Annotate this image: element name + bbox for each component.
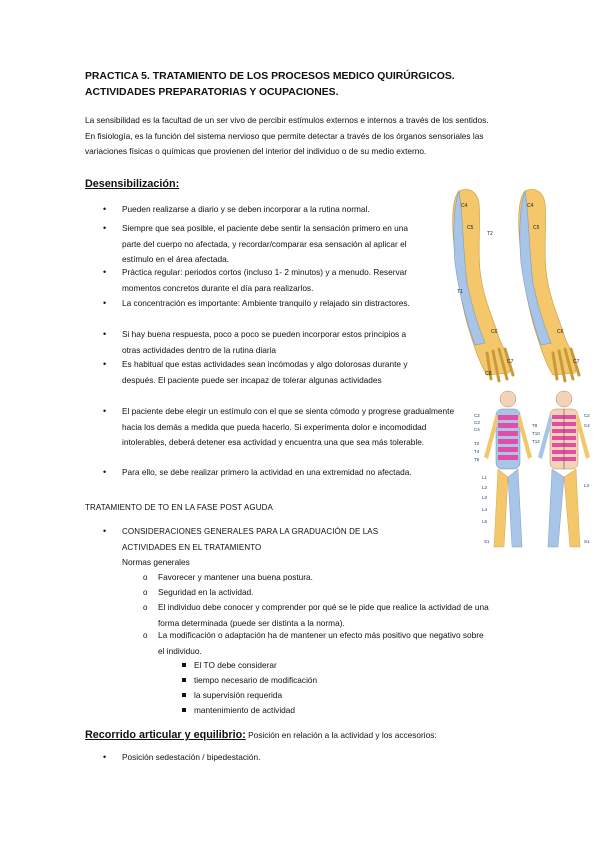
list-item: •Siempre que sea posible, el paciente de… [103, 223, 408, 265]
document-title: PRACTICA 5. TRATAMIENTO DE LOS PROCESOS … [85, 71, 455, 98]
arm-label: C5 [533, 225, 540, 231]
list-item: •Pueden realizarse a diario y se deben i… [103, 204, 370, 214]
arm-label: T1 [457, 289, 463, 295]
arm-label: T2 [487, 231, 493, 237]
body-label: C2 [474, 413, 480, 418]
recorrido-text: Posición en relación a la actividad y lo… [245, 730, 437, 740]
desensibilizacion-heading: Desensibilización: [85, 178, 180, 190]
intro-paragraph: La sensibilidad es la facultad de un ser… [85, 115, 489, 157]
list-item: •Posición sedestación / bipedestación. [103, 752, 261, 762]
recorrido-heading: Recorrido articular y equilibrio: [85, 729, 246, 741]
body-label: C4 [584, 423, 590, 428]
list-item: •La concentración es importante: Ambient… [103, 298, 410, 308]
body-label: L3 [584, 483, 590, 488]
body-label: L1 [482, 475, 488, 480]
sub-sub-item: El TO debe considerar [182, 658, 277, 674]
body-label: T4 [474, 449, 480, 454]
sub-sub-item: la supervisión requerida [182, 688, 282, 704]
list-item: •Si hay buena respuesta, poco a poco se … [103, 329, 407, 355]
body-label: L4 [482, 507, 488, 512]
list-item: •CONSIDERACIONES GENERALES PARA LA GRADU… [103, 526, 379, 552]
body-label: L2 [482, 485, 488, 490]
arm-label: C8 [485, 371, 492, 377]
tratamiento-heading: TRATAMIENTO DE TO EN LA FASE POST AGUDA [85, 503, 273, 512]
body-label: S1 [584, 539, 590, 544]
arm-label: C4 [461, 203, 468, 209]
sub-sub-item: tiempo necesario de modificación [182, 673, 317, 689]
sub-sub-item: mantenimiento de actividad [182, 703, 295, 719]
body-label: T8 [532, 423, 538, 428]
dermatome-body-illustration: C2 C3 C4 T2 T4 T6 T8 T10 T12 L1 L2 L3 L4… [474, 390, 590, 548]
body-label: C4 [474, 427, 480, 432]
arm-label: C6 [491, 329, 498, 335]
dermatome-arms-illustration: C4 C5 T2 C6 C8 T1 C7 C4 C5 C6 C7 [452, 189, 581, 383]
body-label: T12 [532, 439, 540, 444]
normas-generales: Normas generales [122, 557, 190, 567]
body-label: T6 [474, 457, 480, 462]
body-label: S1 [484, 539, 490, 544]
arm-label: C7 [507, 359, 514, 365]
list-item: •Práctica regular: periodos cortos (incl… [103, 267, 407, 293]
arm-label: C5 [467, 225, 474, 231]
body-label: T2 [474, 441, 480, 446]
body-label: L3 [482, 495, 488, 500]
arm-label: C4 [527, 203, 534, 209]
recorrido-line: Recorrido articular y equilibrio: Posici… [85, 725, 437, 743]
body-label: T10 [532, 431, 540, 436]
list-item: •Es habitual que estas actividades sean … [103, 359, 408, 385]
list-item: •El paciente debe elegir un estímulo con… [103, 406, 455, 448]
body-label: C2 [584, 413, 590, 418]
list-item: •Para ello, se debe realizar primero la … [103, 467, 412, 477]
body-label: L5 [482, 519, 488, 524]
arm-label: C6 [557, 329, 564, 335]
body-label: C3 [474, 420, 480, 425]
arm-label: C7 [573, 359, 580, 365]
